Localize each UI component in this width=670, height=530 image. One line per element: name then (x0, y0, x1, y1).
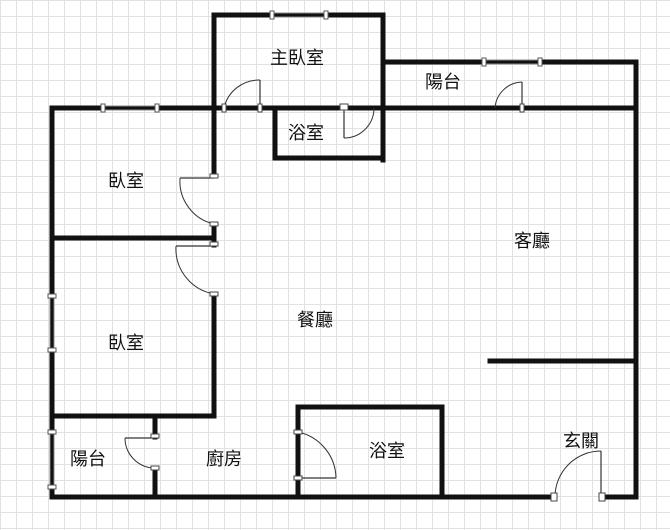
room-label-living-room: 客廳 (514, 231, 550, 252)
walls (49, 12, 639, 500)
door-bedroom-upper (179, 173, 219, 227)
room-label-bathroom-master: 浴室 (288, 123, 324, 144)
door-entrance (550, 450, 606, 502)
window-balcony-bottom (47, 429, 57, 490)
wall-master-bedroom (211, 12, 386, 163)
door-master-bedroom (221, 79, 263, 113)
door-master-bath (339, 103, 375, 139)
door-main-bath (293, 429, 337, 481)
room-label-entrance: 玄關 (563, 431, 599, 452)
wall-left-lower (49, 235, 217, 419)
room-label-kitchen: 廚房 (206, 449, 242, 470)
window-bedroom-upper (100, 103, 160, 113)
door-balcony-top (494, 81, 525, 113)
wall-master-bath (272, 105, 386, 161)
room-label-bedroom-lower: 臥室 (108, 333, 144, 354)
doors (124, 79, 606, 502)
door-kitchen-balcony (124, 433, 160, 471)
room-label-bathroom-main: 浴室 (369, 441, 405, 462)
windows (47, 10, 543, 490)
room-label-balcony-top: 陽台 (425, 72, 461, 93)
wall-main-bath (295, 404, 445, 500)
room-label-master-bedroom: 主臥室 (270, 48, 324, 69)
window-master-top (269, 10, 329, 20)
window-balcony-top (481, 57, 543, 67)
room-label-bedroom-upper: 臥室 (108, 171, 144, 192)
room-label-balcony-bottom: 陽台 (70, 449, 106, 470)
wall-balcony-top (380, 59, 639, 111)
door-bedroom-lower (175, 241, 219, 297)
room-label-dining-room: 餐廳 (297, 310, 333, 331)
window-bedroom-lower (47, 293, 57, 353)
